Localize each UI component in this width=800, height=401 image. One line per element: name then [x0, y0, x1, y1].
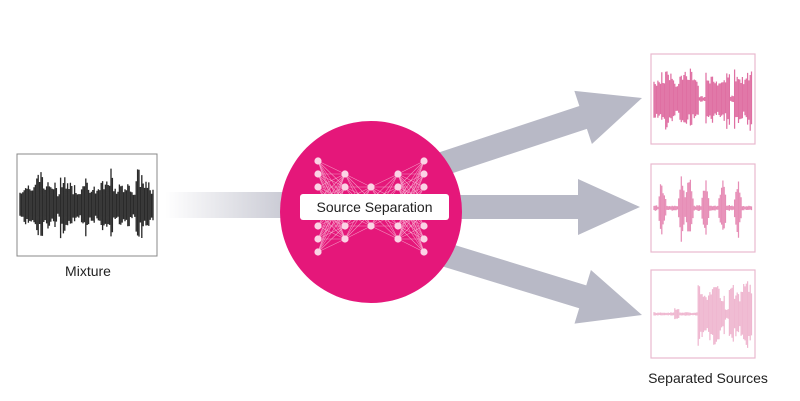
output-arrow-top [426, 90, 642, 180]
process-label: Source Separation [317, 199, 433, 215]
source-2-waveform [653, 176, 753, 242]
source-3-waveform [653, 281, 753, 348]
mixture-label: Mixture [65, 263, 111, 279]
mixture-waveform [19, 168, 154, 239]
process-label-box [300, 194, 449, 220]
output-arrow-bottom [426, 238, 642, 324]
source-1-waveform [653, 68, 753, 131]
output-arrow-middle [440, 179, 640, 235]
separated-sources-label: Separated Sources [648, 370, 768, 386]
